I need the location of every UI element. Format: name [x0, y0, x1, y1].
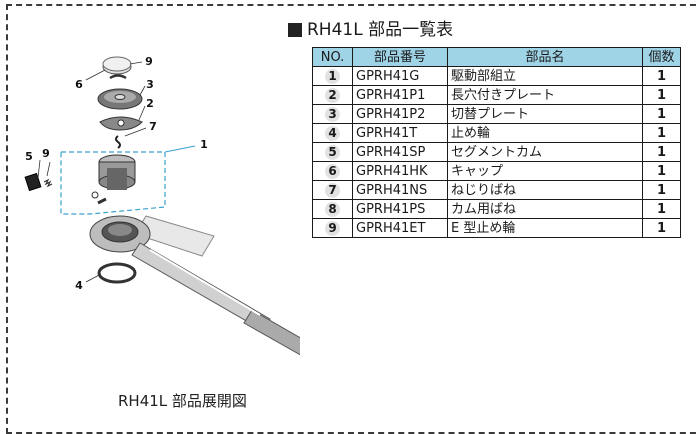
part-name-cell: セグメントカム [447, 142, 643, 162]
quantity-cell: 1 [642, 199, 681, 219]
label-5: 5 [25, 150, 33, 163]
part-name-cell: 止め輪 [447, 123, 643, 143]
parts-table: NO. 部品番号 部品名 個数 1 GPRH41G 駆動部組立 1 2 GPRH… [312, 47, 681, 238]
part-number-cell: GPRH41G [352, 66, 448, 86]
part-name-cell: キャップ [447, 161, 643, 181]
table-row: 5 GPRH41SP セグメントカム 1 [312, 142, 681, 162]
table-row: 3 GPRH41P2 切替プレート 1 [312, 104, 681, 124]
header-part-name: 部品名 [447, 47, 643, 67]
row-number: 6 [325, 163, 340, 179]
exploded-view-diagram: 6 9 3 2 7 1 5 9 4 [24, 55, 300, 356]
label-1: 1 [200, 138, 208, 151]
part-number-cell: GPRH41NS [352, 180, 448, 200]
row-number: 7 [325, 182, 340, 198]
table-row: 1 GPRH41G 駆動部組立 1 [312, 66, 681, 86]
part-name-cell: 切替プレート [447, 104, 643, 124]
part-number-cell: GPRH41P2 [352, 104, 448, 124]
title-block: RH41L 部品一覧表 [288, 20, 453, 40]
part-name-cell: 長穴付きプレート [447, 85, 643, 105]
part-number-cell: GPRH41ET [352, 218, 448, 238]
quantity-cell: 1 [642, 218, 681, 238]
quantity-cell: 1 [642, 66, 681, 86]
part-name-cell: カム用ばね [447, 199, 643, 219]
quantity-cell: 1 [642, 161, 681, 181]
retaining-ring-part [97, 262, 137, 284]
square-bullet-icon [288, 23, 302, 37]
row-number: 8 [325, 201, 340, 217]
table-row: 4 GPRH41T 止め輪 1 [312, 123, 681, 143]
torsion-spring-part [115, 135, 121, 149]
header-quantity: 個数 [642, 47, 681, 67]
label-9-top: 9 [145, 55, 153, 68]
row-number: 5 [325, 144, 340, 160]
quantity-cell: 1 [642, 142, 681, 162]
page-title: RH41L 部品一覧表 [288, 20, 453, 40]
row-number: 9 [325, 220, 340, 236]
part-number-cell: GPRH41P1 [352, 85, 448, 105]
quantity-cell: 1 [642, 123, 681, 143]
drive-assembly-box [60, 151, 166, 215]
quantity-cell: 1 [642, 85, 681, 105]
row-number: 1 [325, 68, 340, 84]
part-number-cell: GPRH41PS [352, 199, 448, 219]
row-number: 2 [325, 87, 340, 103]
label-2: 2 [146, 97, 154, 110]
table-row: 2 GPRH41P1 長穴付きプレート 1 [312, 85, 681, 105]
part-name-cell: 駆動部組立 [447, 66, 643, 86]
part-number-cell: GPRH41SP [352, 142, 448, 162]
part-number-cell: GPRH41T [352, 123, 448, 143]
segment-cam-part [24, 172, 42, 192]
table-row: 8 GPRH41PS カム用ばね 1 [312, 199, 681, 219]
header-part-number: 部品番号 [352, 47, 448, 67]
table-row: 6 GPRH41HK キャップ 1 [312, 161, 681, 181]
quantity-cell: 1 [642, 104, 681, 124]
part-name-cell: E 型止め輪 [447, 218, 643, 238]
table-header-row: NO. 部品番号 部品名 個数 [312, 47, 681, 67]
table-row: 9 GPRH41ET E 型止め輪 1 [312, 218, 681, 238]
label-6: 6 [75, 78, 83, 91]
label-7: 7 [149, 120, 157, 133]
title-text: RH41L 部品一覧表 [307, 20, 454, 40]
row-number: 4 [325, 125, 340, 141]
header-no: NO. [312, 47, 353, 67]
e-ring-top [109, 74, 127, 80]
label-3: 3 [146, 78, 154, 91]
quantity-cell: 1 [642, 180, 681, 200]
diagram-caption: RH41L 部品展開図 [118, 392, 247, 410]
label-4: 4 [75, 279, 83, 292]
row-number: 3 [325, 106, 340, 122]
part-number-cell: GPRH41HK [352, 161, 448, 181]
part-name-cell: ねじりばね [447, 180, 643, 200]
label-9-side: 9 [42, 147, 50, 160]
table-row: 7 GPRH41NS ねじりばね 1 [312, 180, 681, 200]
